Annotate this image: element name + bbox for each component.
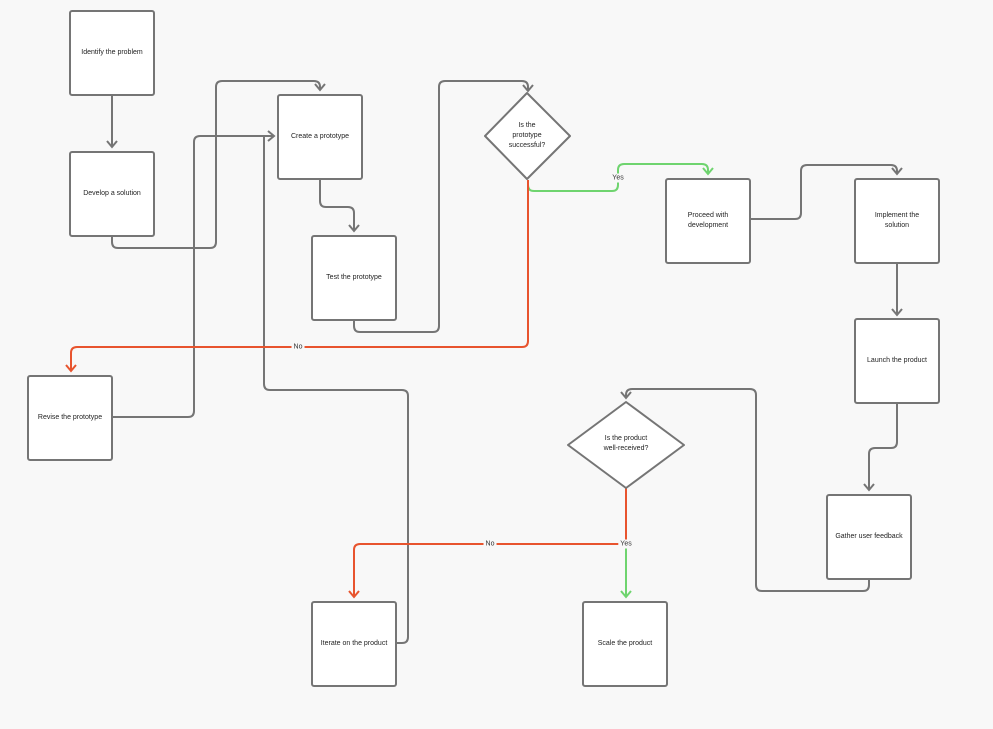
node-revise-prototype[interactable]: Revise the prototype	[27, 375, 113, 461]
arrowhead	[106, 140, 118, 149]
node-label: Scale the product	[597, 640, 653, 647]
node-test-prototype[interactable]: Test the prototype	[311, 235, 397, 321]
node-identify-problem[interactable]: Identify the problem	[69, 10, 155, 96]
arrowhead	[863, 483, 875, 492]
arrowhead	[348, 224, 360, 233]
arrowhead	[267, 130, 276, 142]
decision-prototype-success-shape[interactable]	[484, 92, 571, 180]
arrowhead	[891, 167, 903, 176]
node-label: Proceed with development	[687, 212, 729, 229]
node-proceed-development[interactable]: Proceed with development	[665, 178, 751, 264]
edge-label-yes: Yes	[610, 173, 626, 183]
edge-iterate-to-create	[263, 136, 409, 644]
arrowhead	[620, 590, 632, 599]
node-scale-product[interactable]: Scale the product	[582, 601, 668, 687]
node-label: Create a prototype	[291, 133, 349, 140]
node-label: Identify the problem	[81, 49, 143, 56]
edge-create-to-test	[319, 180, 355, 231]
edge-develop-to-create	[111, 80, 321, 249]
edge-no-well-received	[353, 488, 627, 597]
edge-revise-to-create	[113, 135, 274, 418]
edge-feedback-to-decision	[625, 388, 870, 592]
edge-label-no: No	[291, 342, 305, 352]
node-develop-solution[interactable]: Develop a solution	[69, 151, 155, 237]
edge-label-no: No	[483, 539, 497, 549]
arrowhead	[348, 590, 360, 599]
node-gather-feedback[interactable]: Gather user feedback	[826, 494, 912, 580]
node-label: Test the prototype	[326, 274, 382, 281]
node-launch-product[interactable]: Launch the product	[854, 318, 940, 404]
edge-test-to-decision	[353, 80, 529, 333]
decision-well-received-shape[interactable]	[567, 401, 685, 489]
node-label: Gather user feedback	[835, 533, 903, 540]
node-iterate-product[interactable]: Iterate on the product	[311, 601, 397, 687]
arrowhead	[620, 391, 632, 400]
node-label: Implement the solution	[874, 212, 920, 229]
arrowhead	[891, 308, 903, 317]
node-implement-solution[interactable]: Implement the solution	[854, 178, 940, 264]
edge-launch-to-feedback	[868, 404, 898, 490]
node-label: Launch the product	[867, 357, 927, 364]
arrowhead	[702, 167, 714, 176]
node-label: Develop a solution	[83, 190, 141, 197]
edge-proceed-to-implement	[751, 164, 898, 220]
node-create-prototype[interactable]: Create a prototype	[277, 94, 363, 180]
arrowhead	[522, 84, 534, 93]
node-label: Revise the prototype	[37, 414, 103, 421]
edge-label-yes: Yes	[618, 539, 634, 549]
arrowhead	[65, 364, 77, 373]
arrowhead	[314, 83, 326, 92]
node-label: Iterate on the product	[320, 640, 388, 647]
